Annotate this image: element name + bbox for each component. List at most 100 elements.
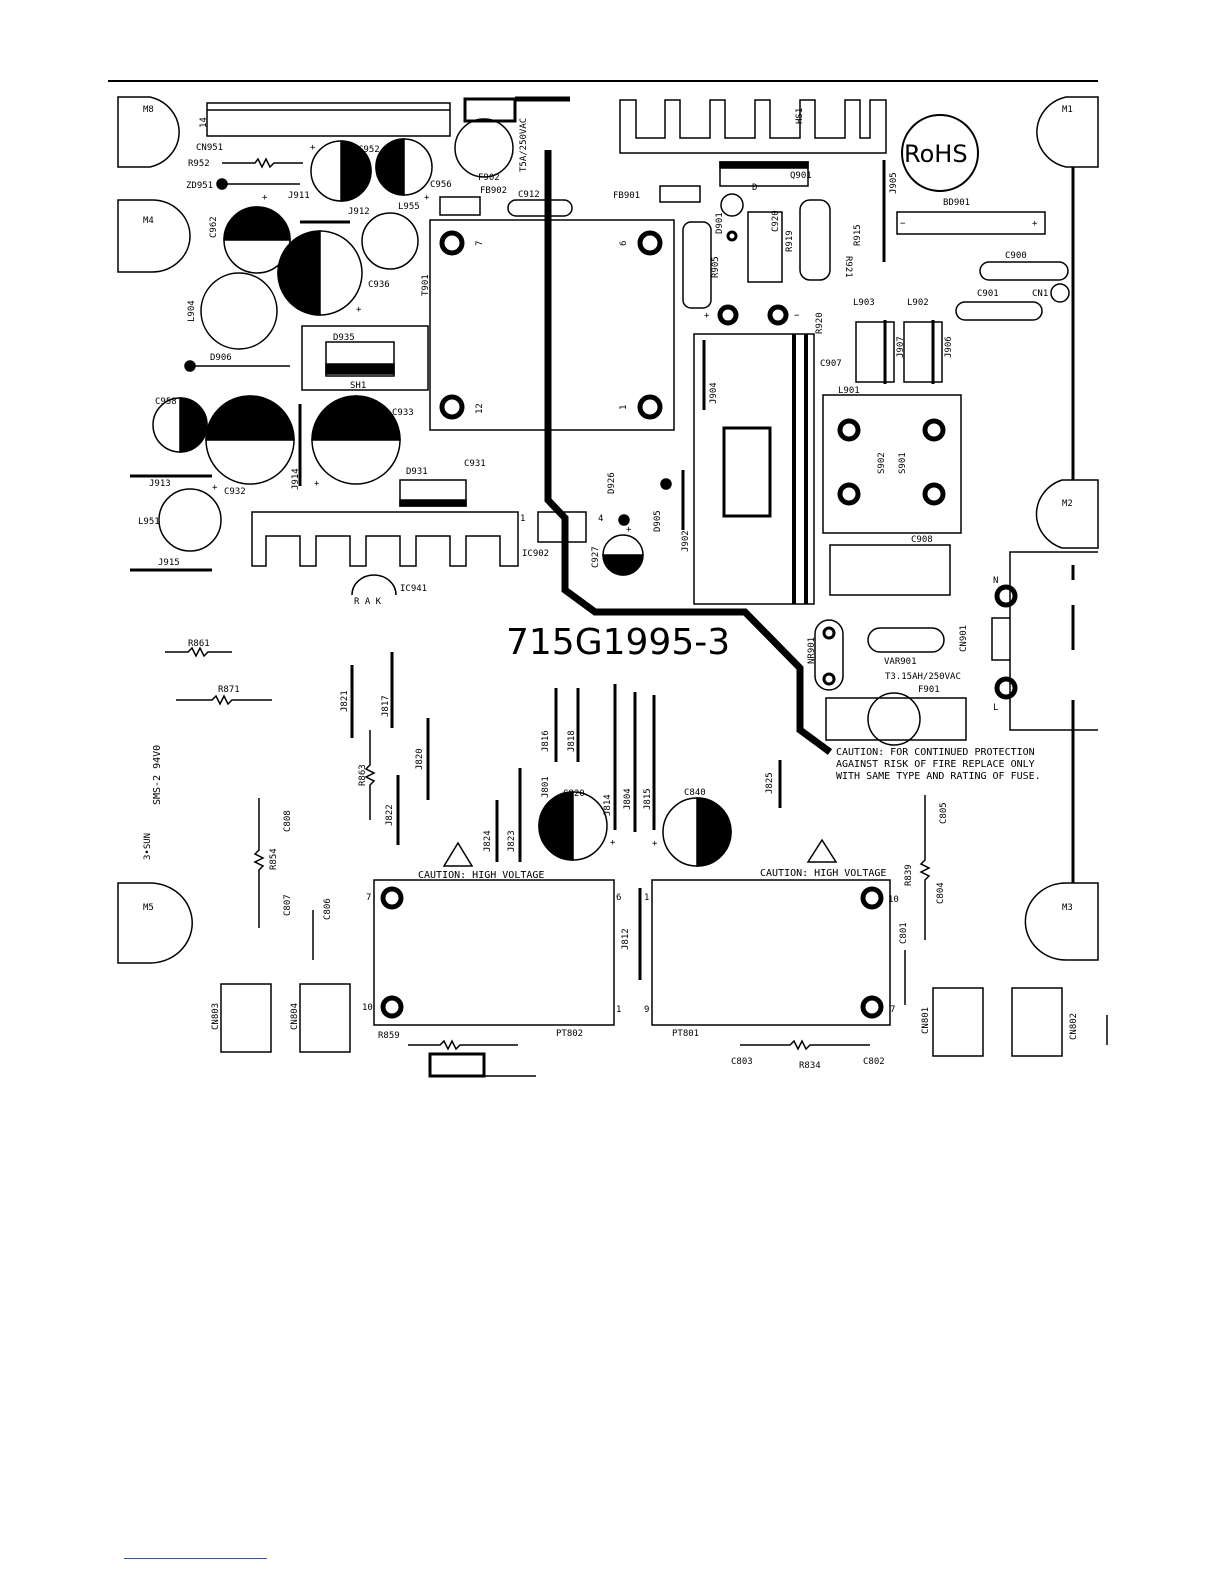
label-c952: C952: [358, 145, 380, 155]
label-j912: J912: [348, 207, 370, 217]
label-l901: L901: [838, 386, 860, 396]
pad-minus: [767, 304, 789, 326]
polarity-c956: +: [424, 193, 430, 203]
connector-cn901: [991, 551, 1098, 731]
label-q901-d: D: [752, 183, 757, 193]
resistor-r905: [682, 221, 712, 309]
label-c920: C920: [771, 210, 781, 232]
mosfet-q901-tab: [719, 161, 809, 169]
label-c958: C958: [155, 397, 177, 407]
hv-warning-left: [442, 841, 474, 867]
cap-c901: [955, 301, 1043, 321]
polarity-c962: +: [262, 193, 268, 203]
caution-hv-right: CAUTION: HIGH VOLTAGE: [760, 868, 886, 879]
polarity-bd901-minus: −: [900, 219, 906, 229]
label-c912: C912: [518, 190, 540, 200]
pin-label-pt801-1: 1: [644, 893, 649, 903]
label-c804: C804: [936, 882, 946, 904]
label-r919: R919: [785, 230, 795, 252]
polarity-plus: +: [704, 311, 710, 321]
label-j817: J817: [381, 695, 391, 717]
label-r839: R839: [904, 864, 914, 886]
label-j914: J914: [291, 468, 301, 490]
ic-ic941: [351, 574, 397, 596]
label-f902: F902: [478, 173, 500, 183]
label-c962: C962: [209, 216, 219, 238]
fuse-f902: [454, 118, 514, 178]
label-j816: J816: [541, 730, 551, 752]
label-ic902: IC902: [522, 549, 549, 559]
polarity-c936: +: [356, 305, 362, 315]
label-nr901: NR901: [807, 637, 817, 664]
label-cn801: CN801: [921, 1007, 931, 1034]
label-fb901: FB901: [613, 191, 640, 201]
label-j801: J801: [541, 776, 551, 798]
resistor-r834: [740, 1039, 870, 1051]
label-c801: C801: [899, 922, 909, 944]
label-j904: J904: [709, 382, 719, 404]
diode-d935: [325, 341, 395, 377]
label-m3: M3: [1062, 903, 1073, 913]
label-var901: VAR901: [884, 657, 917, 667]
label-l951: L951: [138, 517, 160, 527]
label-c956: C956: [430, 180, 452, 190]
fuse-holder-f902: [463, 97, 517, 123]
inductor-round-1: [361, 212, 419, 270]
resistor-r952: [222, 157, 303, 169]
label-c802: C802: [863, 1057, 885, 1067]
isolation-trace: [544, 150, 833, 755]
pin-label-pt801-9: 9: [644, 1005, 649, 1015]
resistor-r921: [799, 199, 831, 281]
label-bd901: BD901: [943, 198, 970, 208]
label-d901: D901: [715, 212, 725, 234]
label-l903: L903: [853, 298, 875, 308]
label-q901: Q901: [790, 171, 812, 181]
label-d931: D931: [406, 467, 428, 477]
resistor-r859: [408, 1039, 518, 1051]
resistor-r871: [176, 694, 272, 706]
label-c820: C820: [563, 789, 585, 799]
pin-label-14: 14: [199, 117, 209, 128]
label-r834: R834: [799, 1061, 821, 1071]
label-d926: D926: [607, 472, 617, 494]
label-m4: M4: [143, 216, 154, 226]
caution-fuse-line-2: AGAINST RISK OF FIRE REPLACE ONLY: [836, 759, 1035, 770]
label-l902: L902: [907, 298, 929, 308]
heatsink-lower: [251, 511, 519, 567]
mount-hole-m4: [117, 199, 191, 273]
label-j814: J814: [603, 794, 613, 816]
label-l904: L904: [187, 300, 197, 322]
inductor-l901: [822, 394, 962, 534]
label-ic941-pins: R A K: [354, 597, 382, 607]
label-cn803: CN803: [211, 1003, 221, 1030]
connector-cn801: [932, 987, 984, 1057]
label-c807: C807: [283, 894, 293, 916]
label-j821: J821: [340, 690, 350, 712]
bulk-cap-outline: [722, 426, 772, 518]
label-sh1: SH1: [350, 381, 366, 391]
label-c907: C907: [820, 359, 842, 369]
ferrite-fb901: [659, 185, 701, 203]
inductor-l902: [903, 321, 943, 383]
bulk-cap-area: [693, 333, 815, 605]
label-j815: J815: [643, 788, 653, 810]
label-hs1: HS1: [795, 108, 805, 124]
label-m8: M8: [143, 105, 154, 115]
label-j911: J911: [288, 191, 310, 201]
label-l955: L955: [398, 202, 420, 212]
label-fb902: FB902: [480, 186, 507, 196]
board-marking: SMS-2 94V0: [152, 745, 163, 805]
label-cn1: CN1: [1032, 289, 1048, 299]
mount-hole-m1: [1036, 96, 1099, 168]
inductor-l903: [855, 321, 895, 383]
label-c806: C806: [323, 898, 333, 920]
cap-c900: [979, 261, 1069, 281]
label-r921: R921: [843, 256, 853, 278]
label-r871: R871: [218, 685, 240, 695]
label-cn901-l: L: [993, 703, 998, 713]
caution-fuse-line-3: WITH SAME TYPE AND RATING OF FUSE.: [836, 771, 1041, 782]
rohs-text: RoHS: [904, 140, 968, 168]
label-m5: M5: [143, 903, 154, 913]
caution-hv-left: CAUTION: HIGH VOLTAGE: [418, 870, 544, 881]
